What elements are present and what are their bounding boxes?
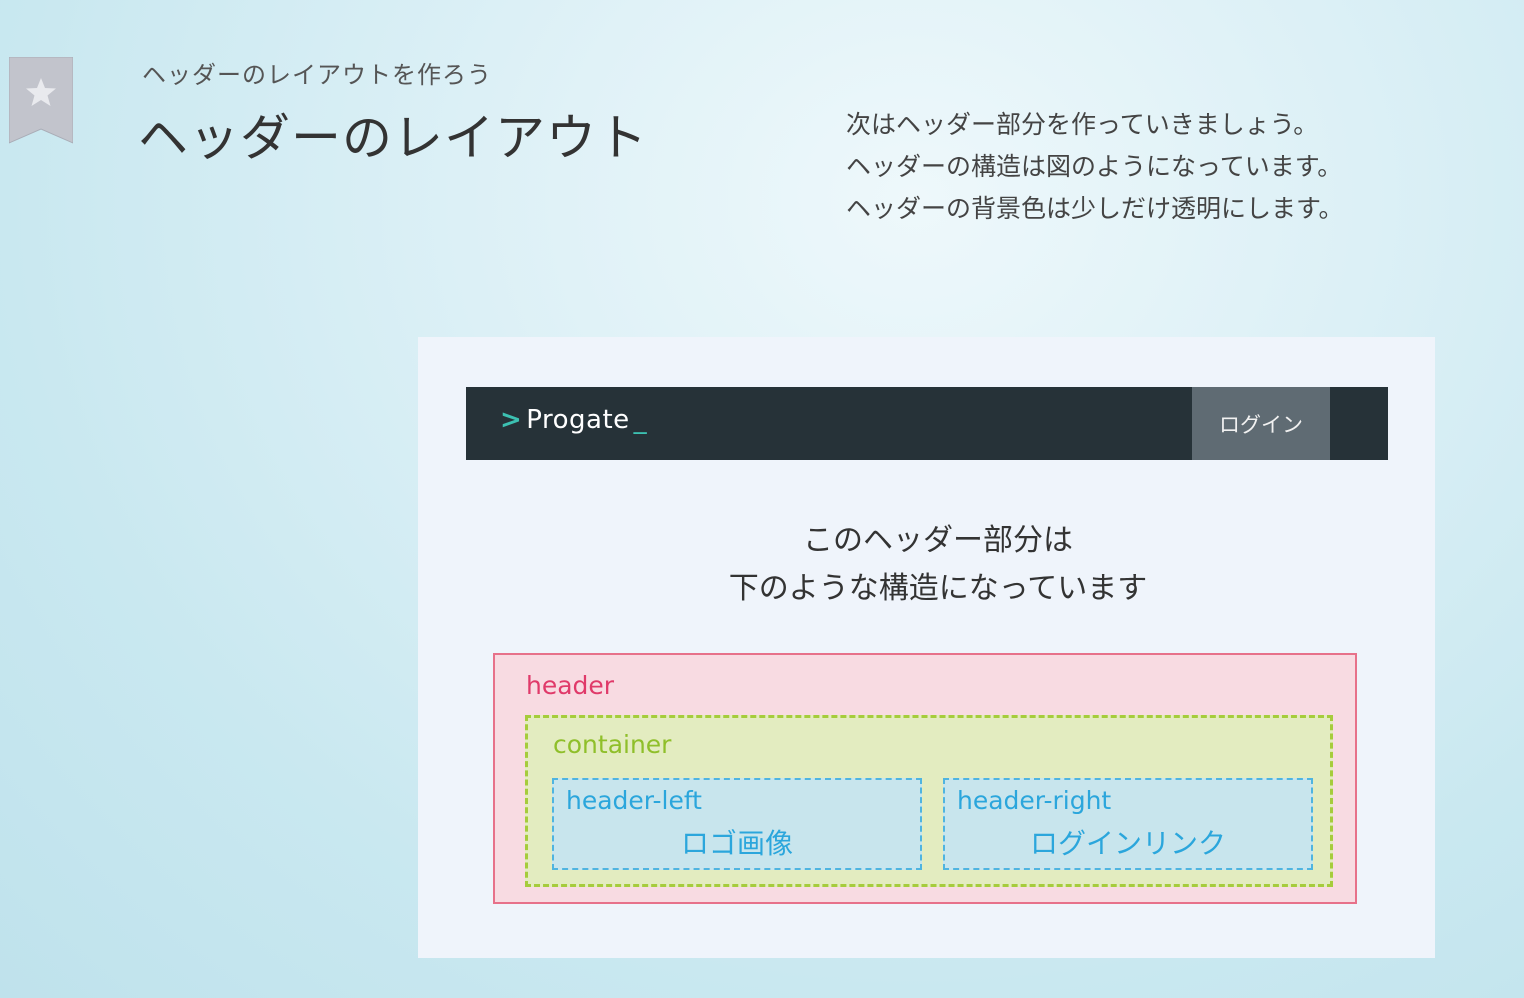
logo-text: Progate bbox=[526, 405, 630, 435]
description-line: 次はヘッダー部分を作っていきましょう。 bbox=[846, 110, 1319, 139]
mock-header-bar: >Progate_ ログイン bbox=[466, 387, 1388, 460]
header-right-content: ログインリンク bbox=[1029, 827, 1226, 860]
diagram-header-right-box: header-right ログインリンク bbox=[943, 778, 1313, 870]
logo-cursor: _ bbox=[633, 405, 648, 435]
explanation-line: 下のような構造になっています bbox=[728, 571, 1148, 606]
header-left-content: ロゴ画像 bbox=[680, 827, 793, 860]
illustration-card: >Progate_ ログイン このヘッダー部分は 下のような構造になっています … bbox=[418, 337, 1435, 958]
header-right-label: header-right bbox=[957, 786, 1112, 815]
structure-explanation: このヘッダー部分は 下のような構造になっています bbox=[418, 517, 1458, 613]
header-left-label: header-left bbox=[566, 786, 702, 815]
description-line: ヘッダーの背景色は少しだけ透明にします。 bbox=[846, 194, 1344, 223]
star-icon bbox=[26, 78, 56, 106]
bookmark-icon bbox=[9, 57, 73, 144]
diagram-container-box: container header-left ロゴ画像 header-right … bbox=[525, 715, 1333, 887]
explanation-line: このヘッダー部分は bbox=[803, 523, 1073, 558]
lesson-description: 次はヘッダー部分を作っていきましょう。 ヘッダーの構造は図のようになっています。… bbox=[846, 104, 1344, 230]
container-box-label: container bbox=[553, 730, 672, 759]
progate-logo: >Progate_ bbox=[500, 405, 647, 435]
lesson-title: ヘッダーのレイアウト bbox=[138, 109, 648, 167]
description-line: ヘッダーの構造は図のようになっています。 bbox=[846, 152, 1343, 181]
bookmark-button[interactable] bbox=[9, 57, 73, 145]
login-button[interactable]: ログイン bbox=[1192, 387, 1330, 460]
diagram-header-box: header container header-left ロゴ画像 header… bbox=[493, 653, 1357, 904]
chevron-right-icon: > bbox=[500, 405, 523, 435]
header-box-label: header bbox=[526, 671, 615, 700]
lesson-subtitle: ヘッダーのレイアウトを作ろう bbox=[142, 61, 492, 89]
diagram-header-left-box: header-left ロゴ画像 bbox=[552, 778, 922, 870]
